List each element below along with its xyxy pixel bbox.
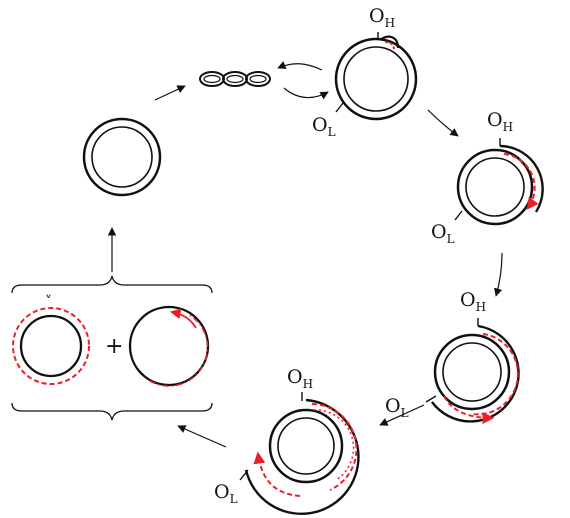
oh-subscript: H: [503, 120, 513, 134]
brace-icon: [11, 275, 213, 294]
arrow-icon: [379, 404, 425, 426]
replication-stage-both-strands: OH OL: [214, 366, 360, 516]
ol-label: O: [312, 114, 328, 136]
arrow-icon: [177, 425, 227, 448]
ol-subscript: L: [447, 232, 455, 246]
svg-text:OL: OL: [431, 221, 455, 246]
ol-subscript: L: [328, 125, 336, 139]
svg-text:OL: OL: [385, 395, 409, 420]
ol-label: O: [431, 221, 447, 243]
oh-label: O: [369, 5, 385, 27]
svg-text:OL: OL: [312, 114, 336, 139]
ol-subscript: L: [230, 492, 238, 506]
oh-label: O: [287, 366, 303, 388]
oh-subscript: H: [385, 16, 395, 30]
ol-subscript: L: [401, 406, 409, 420]
supercoiled-dna-icon: [199, 71, 271, 87]
nick-mark: ˅: [45, 294, 52, 310]
oh-subscript: H: [303, 377, 313, 391]
replication-stage-ol-exposed: OH OL: [385, 289, 520, 424]
svg-text:OL: OL: [214, 481, 238, 506]
svg-text:OH: OH: [287, 366, 313, 391]
cycle-arrows: [107, 61, 503, 448]
arrow-icon: [277, 61, 323, 71]
daughter-molecules: ˅ +: [11, 275, 213, 421]
arrow-icon: [283, 87, 329, 100]
ol-label: O: [214, 481, 230, 503]
svg-text:OH: OH: [487, 109, 513, 134]
arrow-icon: [427, 109, 459, 137]
arrow-icon: [494, 252, 503, 297]
oh-label: O: [487, 109, 503, 131]
arrow-icon: [154, 85, 186, 101]
svg-text:OH: OH: [460, 289, 486, 314]
oh-subscript: H: [476, 300, 486, 314]
replication-stage-initiation: OH OL: [312, 5, 418, 139]
plus-sign: +: [105, 334, 123, 359]
ol-label: O: [385, 395, 401, 417]
svg-text:OH: OH: [369, 5, 395, 30]
oh-label: O: [460, 289, 476, 311]
brace-icon: [11, 402, 213, 421]
replication-stage-dloop: OH OL: [431, 109, 544, 246]
relaxed-circular-dna: [82, 117, 162, 197]
